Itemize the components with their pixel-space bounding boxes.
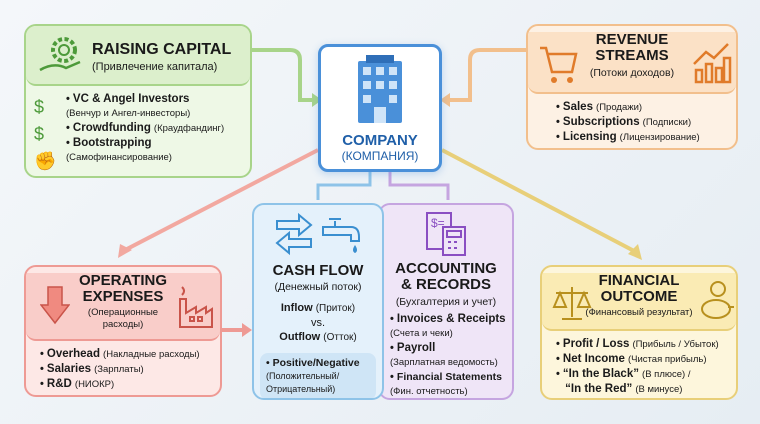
operating-expenses-card: OPERATING EXPENSES (Операционные расходы… bbox=[24, 265, 222, 397]
list-item: R&D (НИОКР) bbox=[40, 377, 210, 392]
list-item: Invoices & Receipts(Счета и чеки) bbox=[390, 312, 506, 341]
opex-title-line2: EXPENSES bbox=[82, 288, 164, 305]
raising-capital-header: RAISING CAPITAL (Привлечение капитала) bbox=[26, 26, 250, 86]
list-item: Licensing (Лицензирование) bbox=[556, 130, 726, 145]
list-item: Profit / Loss (Прибыль / Убыток) bbox=[556, 337, 726, 352]
outcome-title-line1: FINANCIAL bbox=[598, 272, 680, 289]
list-item: Payroll(Зарплатная ведомость) bbox=[390, 341, 506, 370]
revenue-title-line1: REVENUE bbox=[595, 31, 669, 48]
raising-capital-title: RAISING CAPITAL bbox=[92, 41, 232, 58]
raising-capital-card: RAISING CAPITAL (Привлечение капитала) $… bbox=[24, 24, 252, 178]
revenue-streams-card: REVENUE STREAMS (Потоки доходов) Sales (… bbox=[526, 24, 738, 150]
growth-chart-icon bbox=[693, 43, 732, 84]
list-item: Salaries (Зарплаты) bbox=[40, 362, 210, 377]
accounting-subtitle: (Бухгалтерия и учет) bbox=[395, 296, 497, 308]
revenue-subtitle: (Потоки доходов) bbox=[589, 67, 675, 79]
outcome-subtitle: (Финансовый результат) bbox=[585, 307, 693, 318]
gear-hand-icon bbox=[39, 37, 81, 72]
company-node: COMPANY (КОМПАНИЯ) bbox=[318, 44, 442, 172]
invoice-calculator-icon: $= bbox=[426, 212, 466, 256]
accounting-title-line2: & RECORDS bbox=[400, 276, 491, 293]
cash-flow-note: • Positive/Negative (Положительный/ Отри… bbox=[260, 353, 376, 398]
list-item: Financial Statements(Фин. отчетность) bbox=[390, 370, 506, 398]
opex-subtitle-line2: расходы) bbox=[102, 319, 144, 330]
list-item: Net Income (Чистая прибыль) bbox=[556, 352, 726, 367]
cash-flow-card: CASH FLOW (Денежный поток) Inflow (Прито… bbox=[252, 203, 384, 400]
accounting-title-line1: ACCOUNTING bbox=[395, 260, 497, 277]
list-item: Crowdfunding (Краудфандинг) bbox=[66, 121, 240, 136]
factory-icon bbox=[179, 286, 213, 328]
list-item: Bootstrapping(Самофинансирование) bbox=[66, 136, 240, 165]
scales-icon bbox=[552, 287, 592, 320]
raising-capital-subtitle: (Привлечение капитала) bbox=[92, 61, 218, 73]
list-item: “In the Black” (В плюсе) / “In the Red” … bbox=[556, 367, 726, 397]
company-subtitle: (КОМПАНИЯ) bbox=[341, 149, 419, 163]
money-icons: $$✊ bbox=[34, 97, 57, 171]
flow-tap-icon bbox=[275, 212, 360, 256]
piggy-bank-icon bbox=[701, 281, 734, 319]
outcome-title-line2: OUTCOME bbox=[600, 288, 678, 305]
cash-flow-subtitle: (Денежный поток) bbox=[274, 281, 362, 293]
down-arrow-icon bbox=[40, 286, 70, 325]
opex-title-line1: OPERATING bbox=[78, 272, 168, 289]
list-item: Overhead (Накладные расходы) bbox=[40, 347, 210, 362]
company-title: COMPANY bbox=[342, 132, 418, 149]
svg-text:$=: $= bbox=[431, 216, 445, 230]
revenue-title-line2: STREAMS bbox=[595, 47, 669, 64]
inflow-outflow: Inflow (Приток) vs. Outflow (Отток) bbox=[279, 302, 357, 343]
list-item: Subscriptions (Подписки) bbox=[556, 115, 726, 130]
shopping-cart-icon bbox=[540, 46, 578, 83]
list-item: Sales (Продажи) bbox=[556, 100, 726, 115]
opex-subtitle-line1: (Операционные bbox=[87, 307, 159, 318]
building-icon bbox=[358, 55, 402, 123]
financial-outcome-card: FINANCIAL OUTCOME (Финансовый результат)… bbox=[540, 265, 738, 400]
accounting-card: $= ACCOUNTING & RECORDS (Бухгалтерия и у… bbox=[378, 203, 514, 400]
list-item: VC & Angel Investors(Венчур и Ангел-инве… bbox=[66, 92, 240, 121]
cash-flow-title: CASH FLOW bbox=[272, 262, 364, 279]
